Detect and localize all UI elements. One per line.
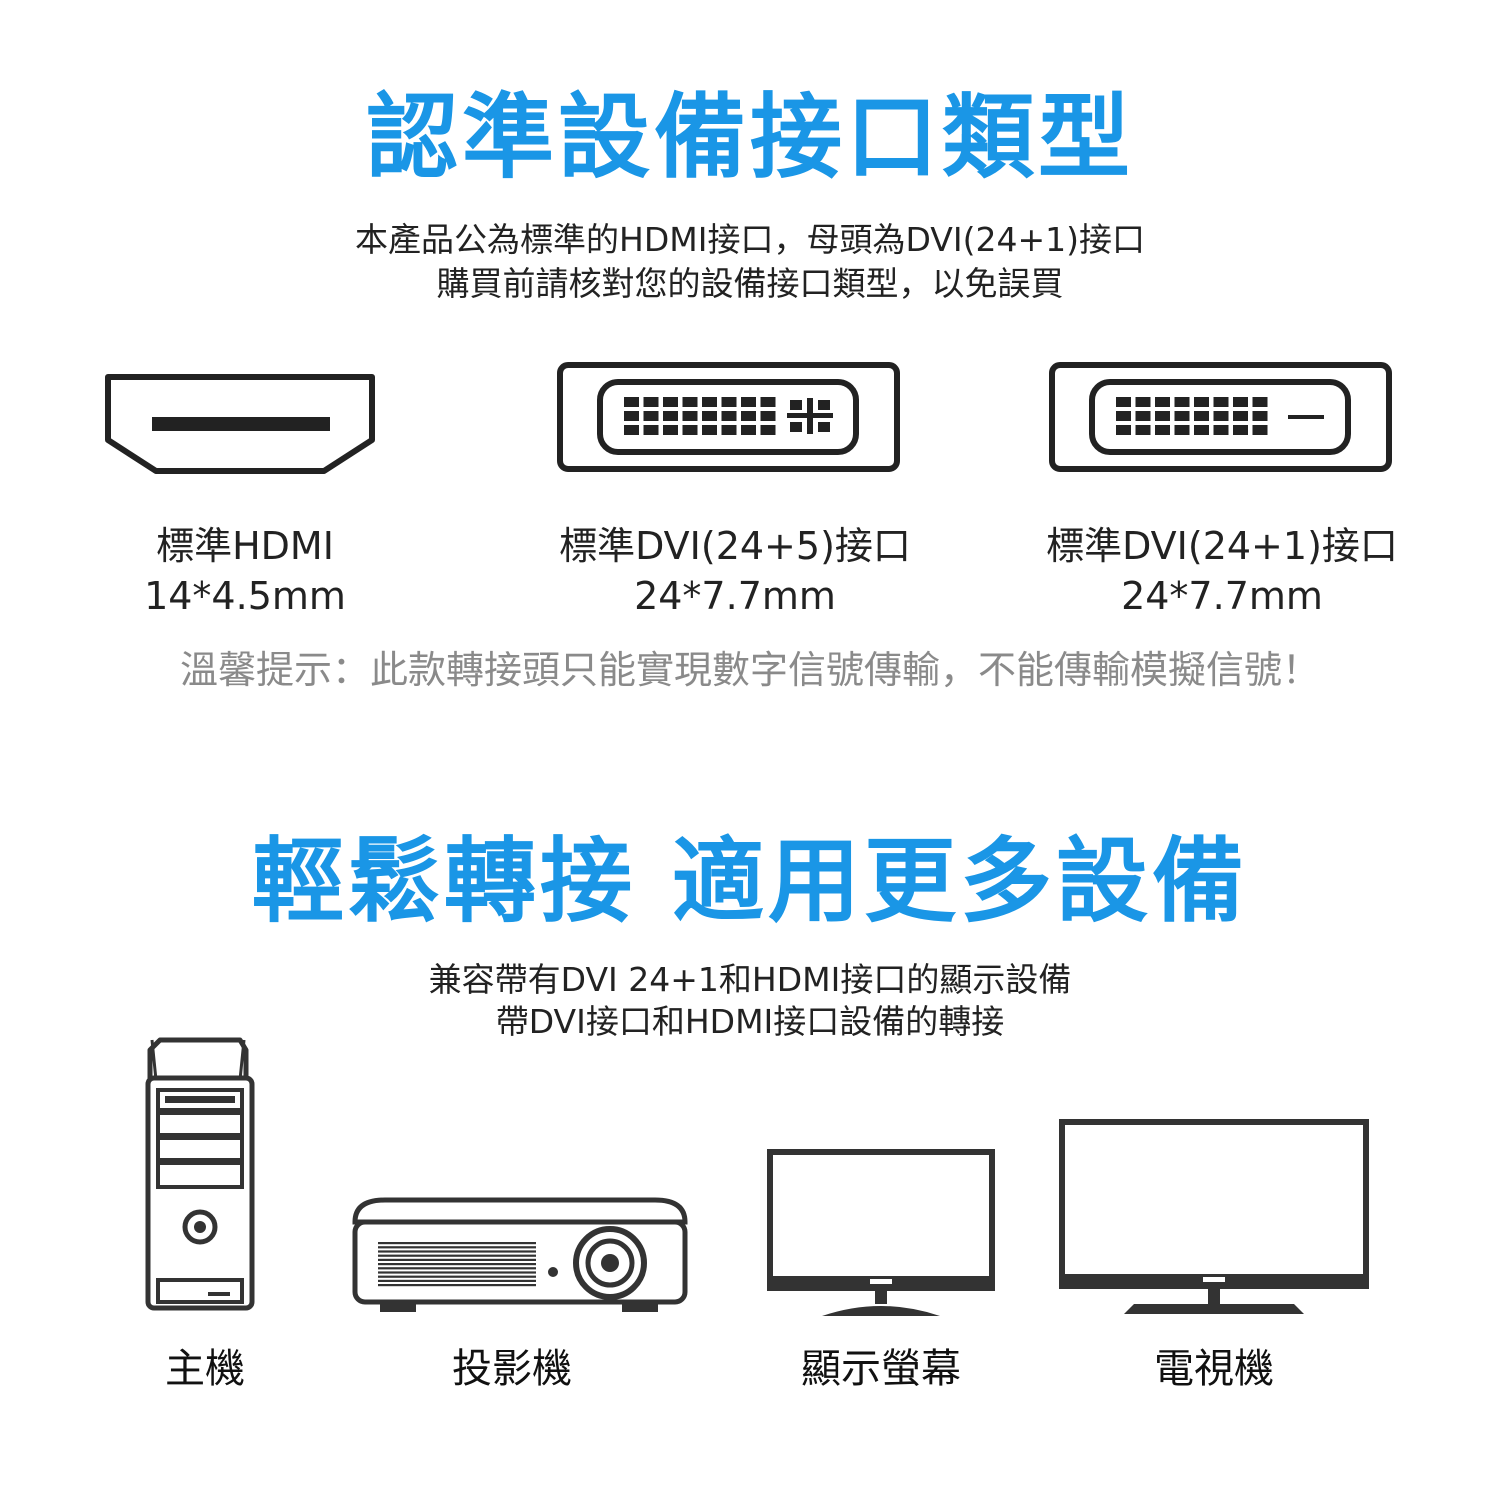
section1-desc-line1: 本產品公為標準的HDMI接口，母頭為DVI(24+1)接口 [355, 220, 1145, 259]
device-label-tv: 電視機 [1154, 1346, 1274, 1392]
tip-note: 溫馨提示：此款轉接頭只能實現數字信號傳輸，不能傳輸模擬信號！ [179, 648, 1320, 692]
device-label-monitor: 顯示螢幕 [801, 1346, 961, 1392]
port-dvi245-size: 24*7.7mm [634, 574, 836, 618]
device-label-pc: 主機 [165, 1346, 245, 1392]
section2-desc-line2: 帶DVI接口和HDMI接口設備的轉接 [495, 1002, 1005, 1041]
section1-title: 認準設備接口類型 [365, 84, 1134, 191]
section2-title: 輕鬆轉接 適用更多設備 [251, 828, 1249, 935]
port-hdmi-name: 標準HDMI [156, 524, 334, 568]
section1-desc-line2: 購買前請核對您的設備接口類型，以免誤買 [436, 264, 1064, 303]
port-dvi241-name: 標準DVI(24+1)接口 [1046, 524, 1398, 568]
section2-desc-line1: 兼容帶有DVI 24+1和HDMI接口的顯示設備 [428, 960, 1072, 999]
port-hdmi-size: 14*4.5mm [144, 574, 346, 618]
port-dvi245-name: 標準DVI(24+5)接口 [559, 524, 911, 568]
device-label-projector: 投影機 [452, 1346, 572, 1392]
port-dvi241-size: 24*7.7mm [1121, 574, 1323, 618]
